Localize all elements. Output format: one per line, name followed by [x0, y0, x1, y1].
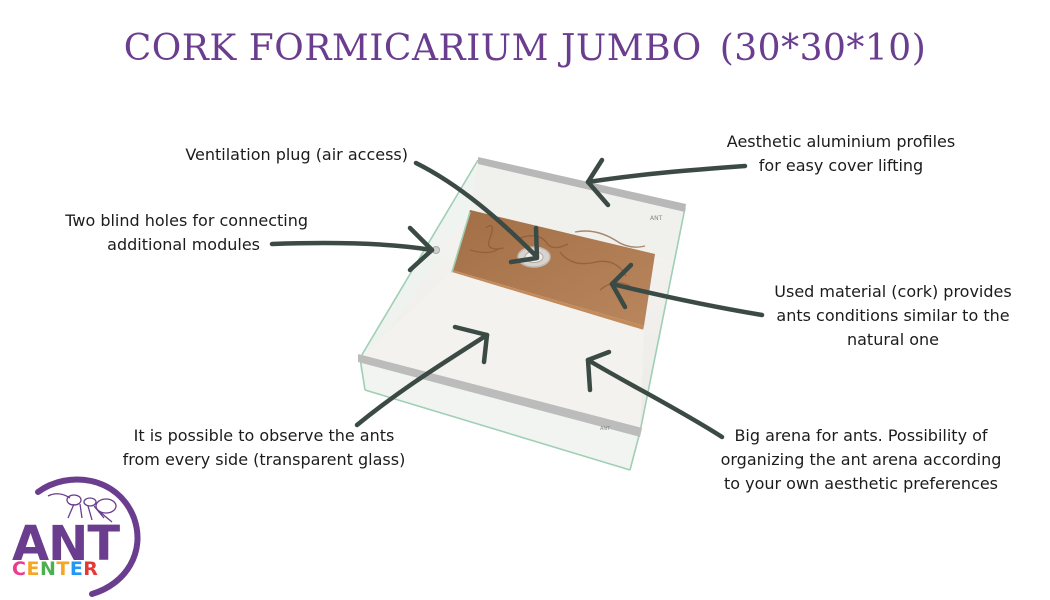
arrow-aluminium: [585, 163, 748, 185]
callout-line: to your own aesthetic preferences: [723, 474, 999, 493]
callout-line: Two blind holes for connecting: [65, 211, 308, 230]
arrow-glass: [354, 332, 490, 428]
callout-line: from every side (transparent glass): [122, 450, 406, 469]
arrow-blind-holes: [269, 240, 435, 253]
callout-line: for easy cover lifting: [758, 156, 924, 175]
callout-line: ants conditions similar to the: [776, 306, 1010, 325]
logo-letter: R: [83, 558, 99, 580]
logo-ant-text: ANT: [12, 516, 120, 572]
ant-center-logo: [35, 476, 141, 597]
callout-line: Ventilation plug (air access): [185, 145, 408, 164]
arrow-arena: [585, 357, 725, 440]
arrow-ventilation: [413, 160, 538, 258]
logo-letter: N: [39, 558, 57, 580]
logo-letter: E: [69, 558, 84, 580]
callout-line: Aesthetic aluminium profiles: [726, 132, 956, 151]
page-title: CORK FORMICARIUM JUMBO (30*30*10): [0, 28, 1050, 69]
logo-letter: T: [56, 558, 70, 580]
logo-ring-icon: [35, 476, 141, 597]
title-dimensions: (30*30*10): [719, 28, 927, 69]
callout-line: organizing the ant arena according: [720, 450, 1002, 469]
callout-blind-holes: Two blind holes for connecting additiona…: [40, 209, 308, 257]
callout-cork-material: Used material (cork) provides ants condi…: [762, 280, 1024, 352]
callout-big-arena: Big arena for ants. Possibility of organ…: [708, 424, 1014, 496]
svg-text:ANT: ANT: [600, 426, 611, 432]
callout-ventilation-plug: Ventilation plug (air access): [150, 143, 408, 167]
formicarium-box: ANT ANT: [358, 157, 686, 471]
logo-center-text: CENTER: [12, 558, 98, 580]
callout-arrows: [269, 157, 765, 440]
callout-line: Big arena for ants. Possibility of: [734, 426, 988, 445]
callout-line: Used material (cork) provides: [774, 282, 1012, 301]
ant-icon: [47, 493, 117, 523]
cork-panel: [452, 210, 655, 326]
callout-line: It is possible to observe the ants: [133, 426, 395, 445]
logo-letter: E: [26, 558, 40, 580]
svg-text:ANT: ANT: [650, 215, 663, 222]
aluminium-profile-back: [478, 157, 686, 212]
callout-line: natural one: [846, 330, 940, 349]
logo-letter: C: [12, 558, 27, 580]
callout-aluminium-profiles: Aesthetic aluminium profiles for easy co…: [712, 130, 970, 178]
callout-transparent-glass: It is possible to observe the ants from …: [112, 424, 416, 472]
callout-line: additional modules: [107, 235, 260, 254]
arrow-cork: [609, 281, 765, 318]
title-main: CORK FORMICARIUM JUMBO: [123, 28, 702, 69]
